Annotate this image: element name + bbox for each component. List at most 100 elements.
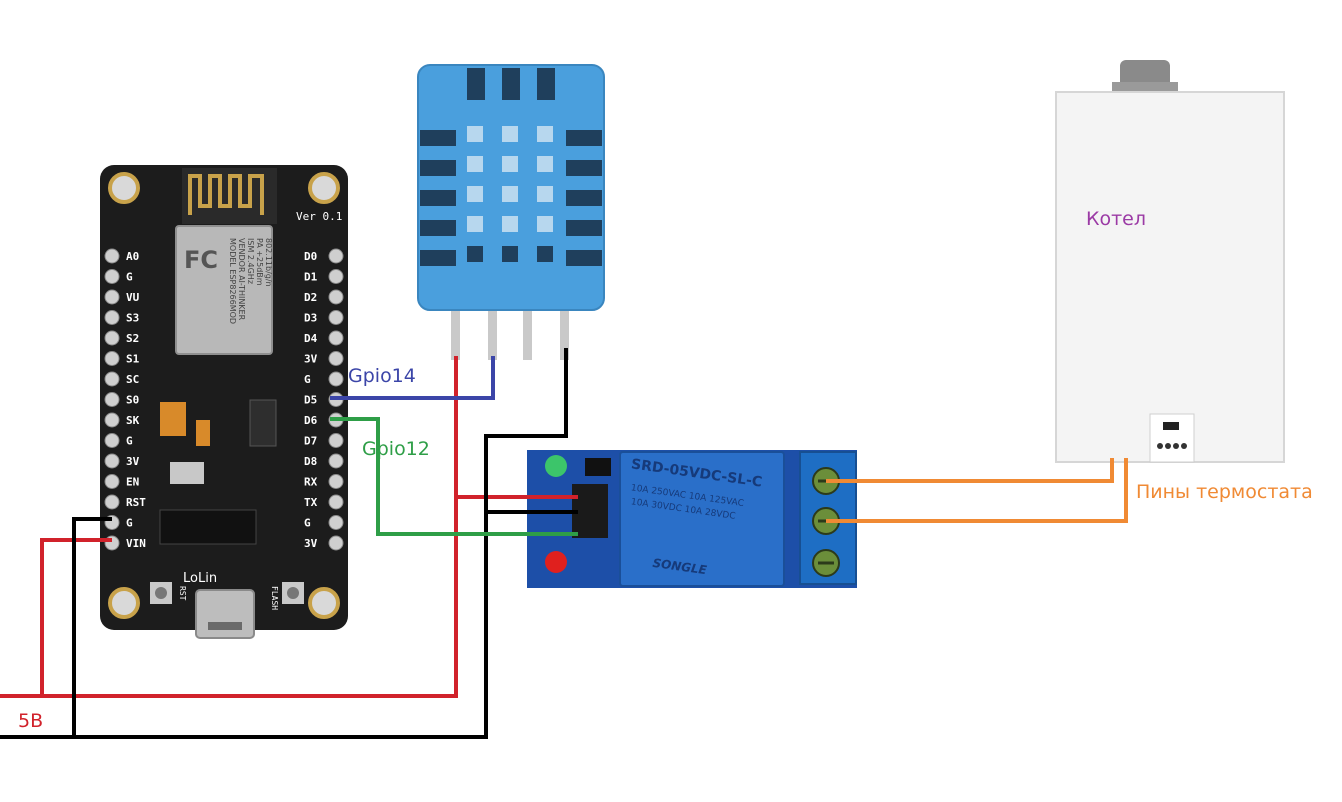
header-pin: [328, 289, 344, 305]
header-pin: [328, 535, 344, 551]
pin-label: VU: [126, 291, 140, 304]
gpio12-label: Gpio12: [362, 438, 430, 460]
micro-usb-port: [195, 589, 255, 639]
pin-label: D0: [304, 250, 317, 263]
flash-button-label: FLASH: [270, 586, 279, 610]
pin-label: A0: [126, 250, 139, 263]
header-pin: [104, 453, 120, 469]
board-name: LoLin: [183, 571, 217, 586]
pin-label: RST: [126, 496, 146, 509]
svg-text:PA +25dBm: PA +25dBm: [255, 238, 264, 286]
pin-label: TX: [304, 496, 318, 509]
sensor-vent: [537, 246, 553, 262]
crystal: [170, 462, 204, 484]
sensor-leg: [488, 305, 497, 360]
sensor-vent: [467, 68, 485, 100]
mounting-hole: [308, 172, 340, 204]
sensor-vent: [566, 250, 602, 266]
sensor-vent: [537, 216, 553, 232]
esp-module: [175, 225, 273, 355]
header-pin: [328, 371, 344, 387]
header-pin: [104, 269, 120, 284]
pin-label: D4: [304, 332, 318, 345]
svg-text:VENDOR AI-THINKER: VENDOR AI-THINKER: [237, 238, 246, 321]
capacitor: [196, 420, 210, 446]
pin-label: G: [304, 373, 311, 386]
regulator: [249, 399, 277, 447]
header-pin: [328, 453, 344, 469]
sensor-vent: [537, 186, 553, 202]
rst-button-cap: [155, 587, 167, 599]
pin-label: 3V: [126, 455, 140, 468]
pin-label: G: [126, 435, 133, 448]
flash-button-cap: [287, 587, 299, 599]
boiler: [1055, 60, 1285, 463]
header-pin: [104, 289, 120, 305]
gpio14-label: Gpio14: [348, 365, 416, 387]
sensor-vent: [420, 160, 456, 176]
svg-text:ISM 2.4GHz: ISM 2.4GHz: [246, 238, 255, 284]
boiler-button: [1157, 443, 1163, 449]
sensor-vent: [467, 156, 483, 172]
status-led-green: [545, 455, 567, 477]
sensor-vent: [537, 126, 553, 142]
gpio14-wire: [330, 356, 495, 400]
header-pin: [328, 515, 344, 530]
pin-label: SC: [126, 373, 139, 386]
pin-label: G: [126, 271, 133, 284]
sensor-vent: [467, 216, 483, 232]
vin-wire: [40, 538, 112, 696]
pin-label: G: [126, 517, 133, 530]
header-pin: [328, 310, 344, 325]
sensor-vent: [502, 156, 518, 172]
sensor-leg: [523, 305, 532, 360]
boiler-button: [1173, 443, 1179, 449]
sensor-vent: [467, 246, 483, 262]
mounting-hole: [308, 587, 340, 619]
header-pin: [328, 330, 344, 346]
header-pin: [328, 474, 344, 489]
pin-label: S1: [126, 353, 140, 366]
boiler-control-panel: [1149, 413, 1195, 463]
boiler-body: [1055, 91, 1285, 463]
fcc-mark: FC: [184, 246, 218, 274]
transistor: [585, 458, 611, 476]
sensor-vent: [502, 68, 520, 100]
board-pins: A0GVUS3S2S1SCS0SKG3VENRSTGVIND0D1D2D3D43…: [104, 248, 344, 551]
sensor-leg: [560, 305, 569, 360]
header-pin: [104, 310, 120, 325]
sensor-vent: [467, 126, 483, 142]
sensor-vent: [566, 130, 602, 146]
board-version: Ver 0.1: [296, 210, 342, 223]
header-pin: [104, 474, 120, 489]
sensor-vent: [467, 186, 483, 202]
boiler-display: [1163, 422, 1179, 430]
header-pin: [104, 330, 120, 346]
sensor-vent: [537, 156, 553, 172]
sensor-vent: [566, 190, 602, 206]
pin-label: S2: [126, 332, 139, 345]
sensor-leg: [451, 305, 460, 360]
pin-label: SK: [126, 414, 140, 427]
svg-text:MODEL ESP8266MOD: MODEL ESP8266MOD: [228, 238, 237, 324]
usb-slot: [208, 622, 242, 630]
header-pin: [104, 494, 120, 510]
dht11-sensor: [417, 64, 605, 360]
pin-label: D8: [304, 455, 317, 468]
sensor-vent: [502, 186, 518, 202]
header-pin: [328, 248, 344, 264]
pin-label: 3V: [304, 537, 318, 550]
pin-label: D5: [304, 394, 317, 407]
usb-serial-chip: [159, 509, 257, 545]
boiler-label: Котел: [1086, 208, 1146, 230]
pin-label: RX: [304, 476, 318, 489]
pin-label: D7: [304, 435, 317, 448]
header-pin: [104, 371, 120, 387]
ground-wire: [0, 348, 568, 739]
pin-label: S3: [126, 312, 139, 325]
sensor-vent: [537, 68, 555, 100]
pin-label: D3: [304, 312, 317, 325]
svg-text:802.11b/g/n: 802.11b/g/n: [264, 238, 273, 287]
module-label: MODEL ESP8266MOD VENDOR AI-THINKER ISM 2…: [228, 238, 273, 324]
